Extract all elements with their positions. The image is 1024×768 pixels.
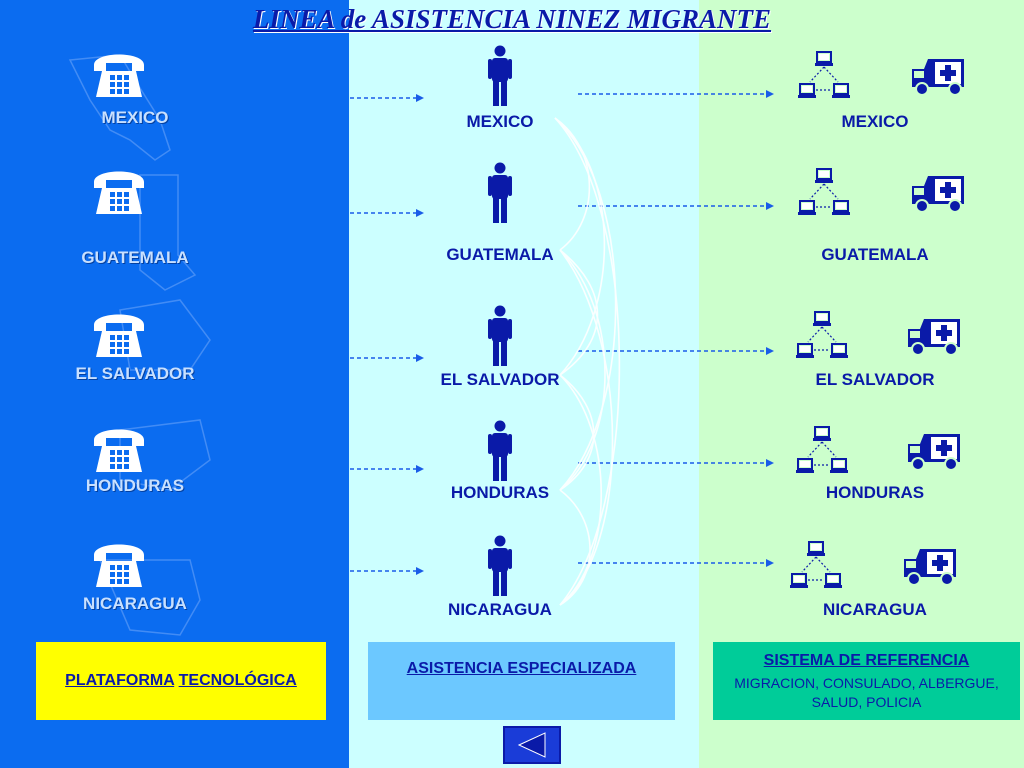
telephone-icon[interactable] [88, 305, 150, 366]
person-icon[interactable] [486, 162, 514, 229]
plataforma-link[interactable]: PLATAFORMA [65, 672, 175, 689]
ambulance-icon[interactable] [906, 315, 962, 362]
computer-network-icon[interactable] [794, 425, 850, 482]
computer-network-icon[interactable] [796, 50, 852, 107]
dashed-arrow-icon [578, 455, 774, 473]
plataforma-column [0, 0, 349, 768]
ambulance-icon[interactable] [906, 430, 962, 477]
person-icon[interactable] [486, 420, 514, 487]
sistema-line-2: SALUD, POLICIA [811, 694, 922, 710]
person-icon[interactable] [486, 535, 514, 602]
sistema-de-referencia-box[interactable]: SISTEMA DE REFERENCIA MIGRACION, CONSULA… [713, 642, 1020, 720]
dashed-arrow-icon [578, 198, 774, 216]
sistema-country-mexico: MEXICO [841, 112, 909, 131]
dashed-arrow-icon [578, 555, 774, 573]
sistema-line-1: MIGRACION, CONSULADO, ALBERGUE, [734, 675, 999, 691]
sistema-country-el-salvador: EL SALVADOR [815, 370, 935, 389]
back-button[interactable] [503, 726, 561, 764]
computer-network-icon[interactable] [794, 310, 850, 367]
dashed-arrow-icon [578, 343, 774, 361]
sistema-country-nicaragua: NICARAGUA [823, 600, 927, 619]
dashed-arrow-icon [350, 563, 424, 581]
asistencia-country-mexico: MEXICO [466, 112, 534, 131]
telephone-icon[interactable] [88, 535, 150, 596]
ambulance-icon[interactable] [910, 55, 966, 102]
sistema-country-guatemala: GUATEMALA [821, 245, 929, 264]
plataforma-country-el-salvador: EL SALVADOR [75, 364, 195, 383]
tecnologica-link[interactable]: TECNOLÓGICA [178, 672, 297, 689]
back-triangle-icon [517, 732, 546, 758]
sistema-de-referencia-link[interactable]: SISTEMA DE REFERENCIA [763, 652, 970, 669]
plataforma-country-nicaragua: NICARAGUA [83, 594, 187, 613]
person-icon[interactable] [486, 305, 514, 372]
plataforma-country-mexico: MEXICO [101, 108, 169, 127]
telephone-icon[interactable] [88, 45, 150, 106]
interconnection-curves [554, 117, 621, 606]
telephone-icon[interactable] [88, 420, 150, 481]
person-icon[interactable] [486, 45, 514, 112]
computer-network-icon[interactable] [796, 167, 852, 224]
computer-network-icon[interactable] [788, 540, 844, 597]
asistencia-country-el-salvador: EL SALVADOR [440, 370, 560, 389]
dashed-arrow-icon [350, 350, 424, 368]
dashed-arrow-icon [350, 205, 424, 223]
telephone-icon[interactable] [88, 162, 150, 223]
asistencia-column [349, 0, 699, 768]
ambulance-icon[interactable] [902, 545, 958, 592]
dashed-arrow-icon [578, 86, 774, 104]
plataforma-country-honduras: HONDURAS [85, 476, 185, 495]
dashed-arrow-icon [350, 461, 424, 479]
asistencia-especializada-link[interactable]: ASISTENCIA ESPECIALIZADA [406, 660, 637, 677]
plataforma-country-guatemala: GUATEMALA [81, 248, 189, 267]
asistencia-country-nicaragua: NICARAGUA [448, 600, 552, 619]
ambulance-icon[interactable] [910, 172, 966, 219]
dashed-arrow-icon [350, 90, 424, 108]
plataforma-tecnologica-box[interactable]: PLATAFORMA TECNOLÓGICA [36, 642, 326, 720]
sistema-country-honduras: HONDURAS [825, 483, 925, 502]
page-title: LINEA de ASISTENCIA NINEZ MIGRANTE [252, 4, 772, 34]
sistema-column [699, 0, 1024, 768]
asistencia-especializada-box[interactable]: ASISTENCIA ESPECIALIZADA [368, 642, 675, 720]
asistencia-country-honduras: HONDURAS [450, 483, 550, 502]
asistencia-country-guatemala: GUATEMALA [446, 245, 554, 264]
